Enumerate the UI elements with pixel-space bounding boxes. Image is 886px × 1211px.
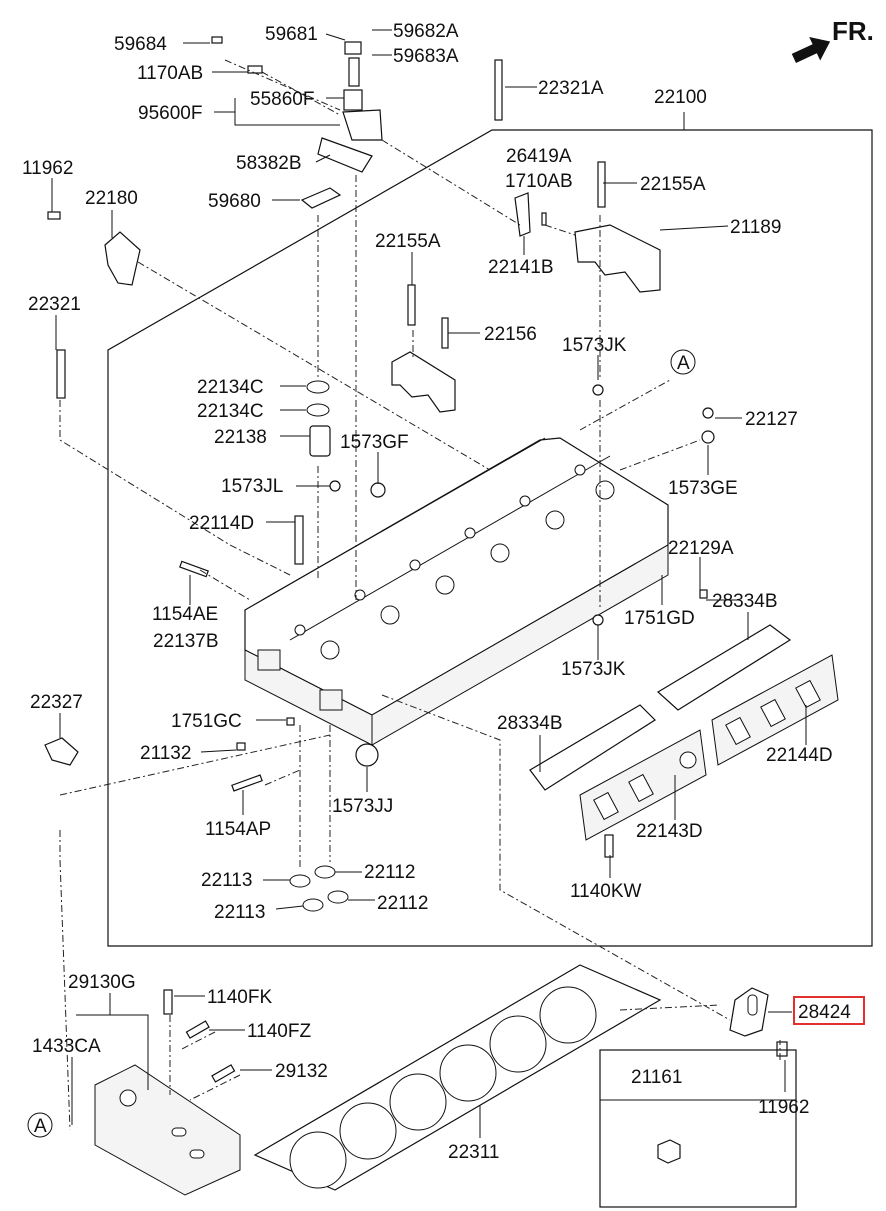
label-22155A-mid: 22155A: [375, 231, 441, 252]
label-1140FZ: 1140FZ: [247, 1021, 311, 1042]
label-22134C-a: 22134C: [197, 377, 264, 398]
label-kit-21161: 21161: [631, 1067, 682, 1088]
bracket-59680: [300, 187, 342, 209]
svg-text:A: A: [34, 1116, 47, 1137]
label-95600F: 95600F: [138, 103, 202, 124]
label-1573GF: 1573GF: [340, 432, 409, 453]
label-1751GC: 1751GC: [171, 711, 242, 732]
label-59681: 59681: [265, 24, 318, 45]
label-1573GE: 1573GE: [668, 478, 738, 499]
front-cover-bracket: [94, 1064, 241, 1196]
label-22100: 22100: [654, 87, 707, 108]
exhaust-gasket-upper: [656, 624, 792, 711]
label-22137B: 22137B: [153, 631, 219, 652]
label-11962-top: 11962: [22, 158, 73, 179]
label-28424-highlighted[interactable]: 28424: [798, 1002, 851, 1023]
camshaft-sprocket-cap-22327: [44, 737, 79, 766]
label-58382B: 58382B: [236, 153, 302, 174]
label-22311: 22311: [448, 1142, 499, 1163]
label-1710AB: 1710AB: [505, 171, 573, 192]
bracket-22141B: [514, 192, 531, 237]
label-21189: 21189: [730, 217, 781, 238]
label-22327: 22327: [30, 692, 83, 713]
head-gasket: [253, 964, 662, 1191]
label-28334B-bot: 28334B: [497, 713, 563, 734]
label-1140FK: 1140FK: [207, 987, 272, 1008]
kit-box-21161: [599, 1049, 797, 1208]
label-22143D: 22143D: [636, 821, 703, 842]
kit-part-icon: [657, 1139, 681, 1164]
svg-text:A: A: [677, 353, 690, 374]
label-1573JL: 1573JL: [221, 476, 283, 497]
cylinder-head-block: [244, 437, 669, 746]
label-26419A: 26419A: [506, 146, 572, 167]
label-22112-b: 22112: [377, 893, 428, 914]
label-59683A: 59683A: [393, 46, 459, 67]
sensor-assembly: [342, 41, 383, 141]
bearing-cap-22141: [391, 351, 456, 413]
highlight-box: [793, 996, 865, 1025]
bearing-cap-21189: [574, 224, 661, 293]
callout-a-bottom: A: [27, 1112, 53, 1138]
plate-58382B: [317, 137, 373, 173]
assembly-frame: [107, 129, 873, 947]
callout-a-top: A: [670, 349, 696, 375]
label-22127: 22127: [745, 409, 798, 430]
exhaust-manifold-22144D: [711, 654, 839, 766]
bracket-22180: [104, 231, 141, 286]
label-1573JJ: 1573JJ: [332, 796, 393, 817]
label-22321: 22321: [28, 294, 81, 315]
bolts: [47, 36, 788, 1083]
label-1154AP: 1154AP: [205, 819, 271, 840]
label-59684: 59684: [114, 34, 167, 55]
label-22113-b: 22113: [214, 902, 265, 923]
label-1573JK-top: 1573JK: [562, 335, 627, 356]
label-1170AB: 1170AB: [137, 63, 203, 84]
label-1433CA: 1433CA: [32, 1036, 101, 1057]
label-1140KW: 1140KW: [570, 881, 642, 902]
label-1573JK-bot: 1573JK: [561, 659, 626, 680]
label-22138: 22138: [214, 427, 267, 448]
exhaust-gasket-lower: [529, 704, 656, 791]
label-22180: 22180: [85, 188, 138, 209]
label-22144D: 22144D: [766, 745, 833, 766]
label-22321A: 22321A: [538, 78, 604, 99]
label-22114D: 22114D: [189, 513, 254, 534]
label-21132: 21132: [140, 743, 191, 764]
label-22155A-top: 22155A: [640, 174, 706, 195]
label-22141B: 22141B: [488, 257, 554, 278]
tensioner-22138: [309, 425, 331, 457]
label-59680: 59680: [208, 191, 261, 212]
label-22113-a: 22113: [201, 870, 252, 891]
exhaust-manifold-22143D: [579, 729, 707, 841]
front-direction-label: FR.: [832, 16, 874, 46]
label-22129A: 22129A: [668, 538, 734, 559]
label-29130G: 29130G: [68, 972, 136, 993]
label-59682A: 59682A: [393, 21, 459, 42]
label-11962-bot: 11962: [758, 1097, 809, 1118]
label-29132: 29132: [275, 1061, 328, 1082]
label-55860F: 55860F: [250, 89, 314, 110]
label-28334B-top: 28334B: [712, 591, 778, 612]
label-1154AE: 1154AE: [152, 604, 218, 625]
label-22156: 22156: [484, 324, 537, 345]
label-22112-a: 22112: [364, 862, 415, 883]
o-rings: [289, 380, 349, 912]
label-1751GD: 1751GD: [624, 608, 695, 629]
label-22134C-b: 22134C: [197, 401, 264, 422]
front-direction-icon: [791, 36, 831, 63]
bracket-28424: [729, 987, 769, 1037]
